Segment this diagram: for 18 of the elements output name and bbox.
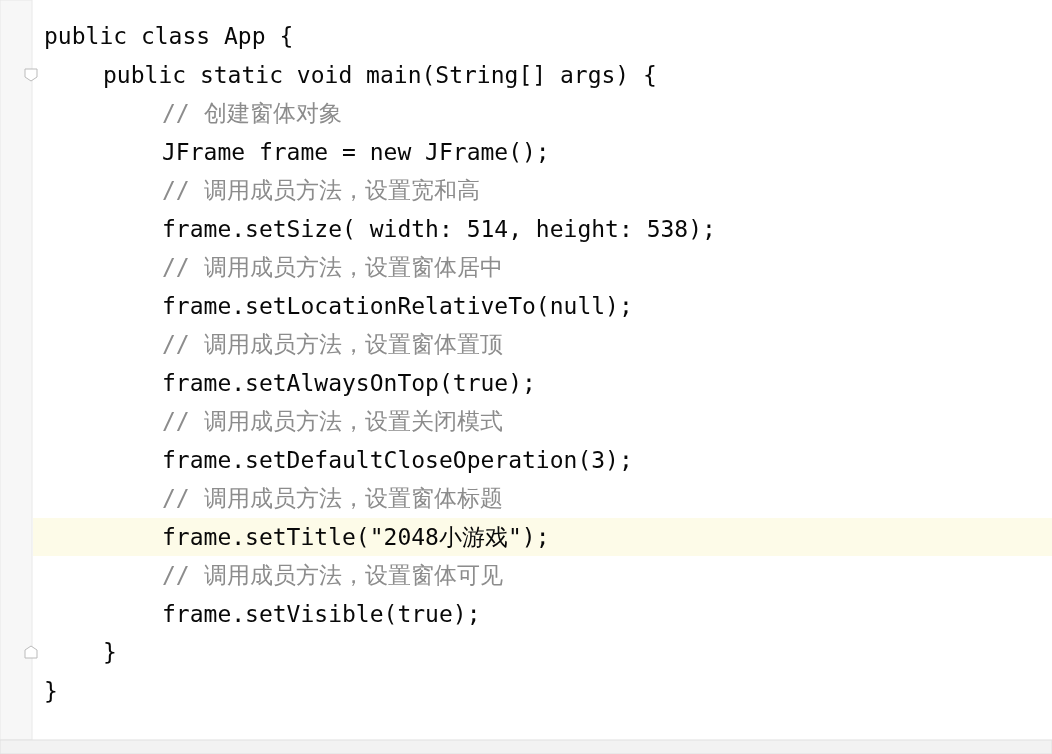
code-comment: // 调用成员方法，设置窗体居中	[162, 253, 503, 282]
code-line: frame.setSize( width: 514, height: 538);	[162, 214, 716, 244]
code-comment: // 调用成员方法，设置窗体标题	[162, 484, 503, 513]
code-line: }	[103, 638, 117, 667]
code-line: frame.setDefaultCloseOperation(3);	[162, 445, 633, 475]
code-line: JFrame frame = new JFrame();	[162, 137, 550, 167]
code-comment: // 调用成员方法，设置关闭模式	[162, 407, 503, 436]
code-comment: // 调用成员方法，设置窗体置顶	[162, 330, 503, 359]
code-comment: // 创建窗体对象	[162, 99, 342, 128]
code-line: public class App {	[44, 22, 294, 51]
code-line: }	[44, 676, 58, 706]
code-line: frame.setTitle("2048小游戏");	[162, 522, 550, 552]
code-comment: // 调用成员方法，设置宽和高	[162, 176, 480, 205]
code-line: frame.setVisible(true);	[162, 599, 481, 629]
code-comment: // 调用成员方法，设置窗体可见	[162, 561, 503, 590]
code-line: public static void main(String[] args) {	[103, 60, 657, 90]
code-line: frame.setAlwaysOnTop(true);	[162, 368, 536, 398]
code-line: frame.setLocationRelativeTo(null);	[162, 291, 633, 321]
